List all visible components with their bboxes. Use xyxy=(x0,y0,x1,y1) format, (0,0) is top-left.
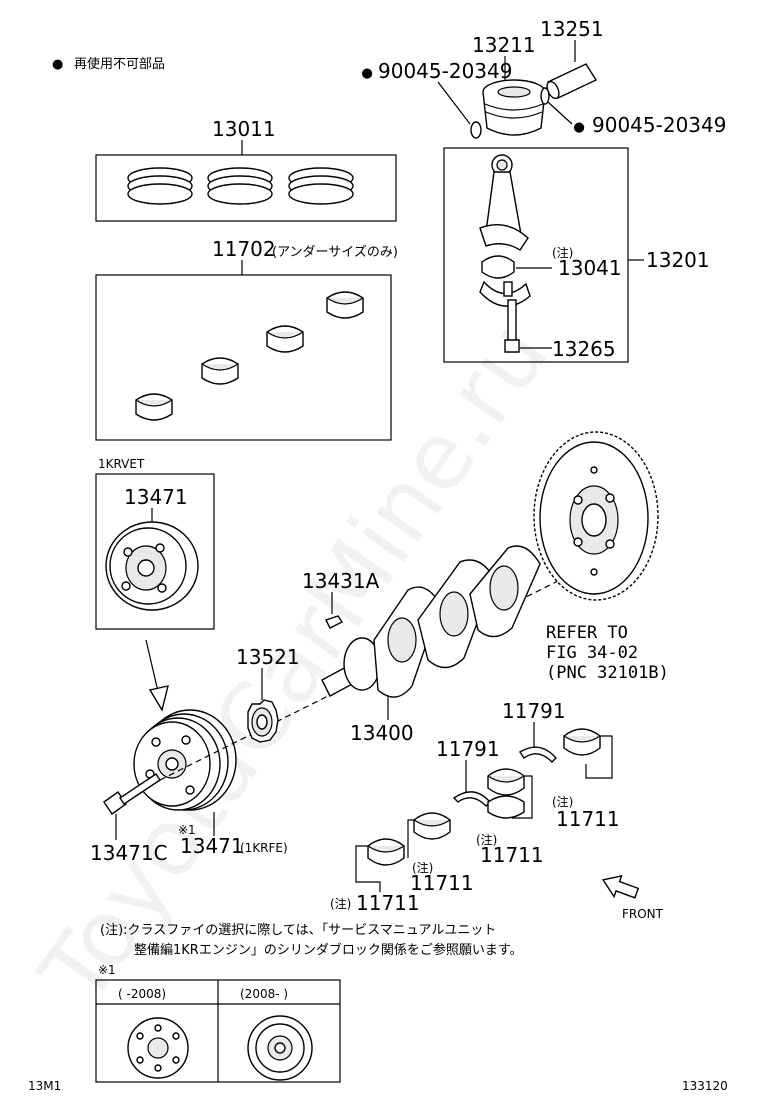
crank-bearing-a-part[interactable] xyxy=(563,728,601,756)
variants-col2-label: (2008- ) xyxy=(240,987,288,1001)
label-11791-a[interactable]: 11791 xyxy=(502,699,566,723)
label-13431a[interactable]: 13431A xyxy=(302,569,380,593)
label-13400[interactable]: 13400 xyxy=(350,721,414,745)
label-90045-a[interactable]: 90045-20349 xyxy=(378,59,512,83)
crank-bearing-c-part[interactable] xyxy=(413,812,451,840)
label-13041[interactable]: 13041 xyxy=(558,256,622,280)
connecting-rod-box xyxy=(443,147,629,363)
label-11711-c-note: (注) xyxy=(412,860,433,875)
piston-pin-part[interactable] xyxy=(545,63,598,100)
snap-ring-left-part[interactable] xyxy=(470,121,482,139)
label-13471-bottom-variant: (1KRFE) xyxy=(240,841,288,855)
label-13521[interactable]: 13521 xyxy=(236,645,300,669)
label-11711-b-note: (注) xyxy=(476,832,497,847)
crank-bearing-b-part[interactable] xyxy=(487,768,525,819)
label-bullet-90045-a: ● xyxy=(362,63,373,83)
label-90045-b[interactable]: 90045-20349 xyxy=(592,113,726,137)
piston-ring-set-part[interactable] xyxy=(127,167,354,205)
legend-marker: ● xyxy=(52,57,63,72)
rod-bearing-part[interactable] xyxy=(481,255,515,279)
crankshaft-key-part[interactable] xyxy=(325,615,344,629)
variant-1krvet-label: 1KRVET xyxy=(98,457,145,471)
variants-mark: ※1 xyxy=(98,963,116,977)
label-11702-note: (アンダーサイズのみ) xyxy=(272,244,398,260)
piston-part[interactable] xyxy=(482,79,546,136)
label-13471-top[interactable]: 13471 xyxy=(124,485,188,509)
label-11711-c[interactable]: 11711 xyxy=(410,871,474,895)
pulley-variant-old-part[interactable] xyxy=(127,1017,189,1079)
front-label: FRONT xyxy=(622,907,664,921)
label-13011[interactable]: 13011 xyxy=(212,117,276,141)
thrust-washer-lower-part[interactable] xyxy=(452,791,491,807)
label-11711-d[interactable]: 11711 xyxy=(356,891,420,915)
piston-rings-box xyxy=(95,154,397,222)
main-bearing-box xyxy=(95,274,392,441)
label-13201[interactable]: 13201 xyxy=(646,248,710,272)
rod-bolt-part[interactable] xyxy=(504,299,520,353)
variants-col1-label: ( -2008) xyxy=(118,987,166,1001)
drive-plate-ring-gear-part[interactable] xyxy=(533,431,659,601)
rod-cap-part[interactable] xyxy=(479,280,531,307)
connecting-rod-part[interactable] xyxy=(479,154,529,251)
legend-text: 再使用不可部品 xyxy=(74,56,165,72)
main-bearing-set-part[interactable] xyxy=(135,291,364,421)
note-line1: (注):クラスファイの選択に際しては、「サービスマニュアルユニット xyxy=(100,923,496,938)
label-13471-bottom-mark: ※1 xyxy=(178,823,196,837)
label-13471c[interactable]: 13471C xyxy=(90,841,168,865)
front-arrow-icon xyxy=(601,874,640,899)
label-13041-note: (注) xyxy=(552,245,573,260)
footer-left: 13M1 xyxy=(28,1079,61,1093)
refer-line3[interactable]: (PNC 32101B) xyxy=(546,663,669,683)
label-13265[interactable]: 13265 xyxy=(552,337,616,361)
label-11702[interactable]: 11702 xyxy=(212,237,276,261)
pulley-variant-new-part[interactable] xyxy=(247,1015,313,1081)
refer-line1[interactable]: REFER TO xyxy=(546,623,628,643)
label-13211[interactable]: 13211 xyxy=(472,33,536,57)
label-11711-b[interactable]: 11711 xyxy=(480,843,544,867)
snap-ring-right-part[interactable] xyxy=(540,87,550,105)
footer-right: 133120 xyxy=(682,1079,728,1093)
refer-line2[interactable]: FIG 34-02 xyxy=(546,643,638,663)
label-11711-a-note: (注) xyxy=(552,794,573,809)
label-11711-a[interactable]: 11711 xyxy=(556,807,620,831)
pulley-1krvet-box xyxy=(95,473,215,630)
crankshaft-part[interactable] xyxy=(321,545,541,698)
label-bullet-90045-b: ● xyxy=(574,117,585,137)
label-13471-bottom[interactable]: 13471 xyxy=(180,834,244,858)
thrust-washer-upper-part[interactable] xyxy=(519,746,557,763)
crankshaft-pulley-1krvet-part[interactable] xyxy=(105,521,199,611)
crank-bearing-d-part[interactable] xyxy=(367,838,405,866)
label-11791-b[interactable]: 11791 xyxy=(436,737,500,761)
label-13251[interactable]: 13251 xyxy=(540,17,604,41)
crankshaft-timing-sprocket-part[interactable] xyxy=(247,699,279,743)
note-line2: 整備編1KRエンジン」のシリンダブロック関係をご参照願います。 xyxy=(134,942,523,958)
crankshaft-pulley-1krfe-part[interactable] xyxy=(133,709,237,811)
label-11711-d-note: (注) xyxy=(330,896,351,911)
